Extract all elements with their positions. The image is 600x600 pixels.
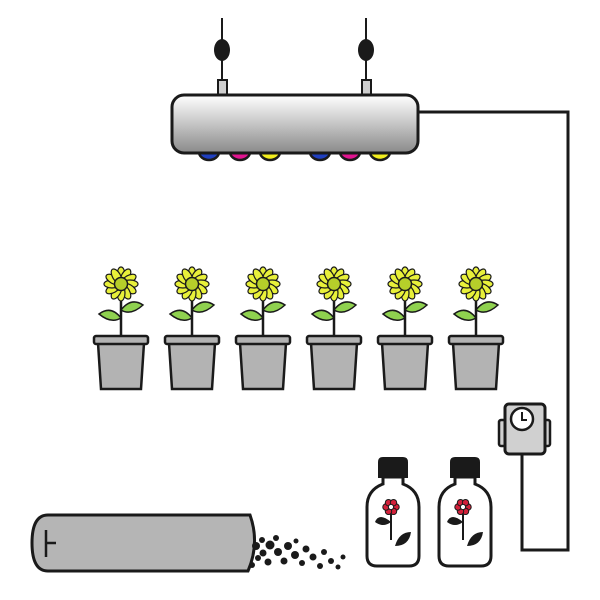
nutrient-bottle-icon	[437, 457, 493, 568]
leaf-icon	[190, 301, 216, 313]
bottle-cap	[450, 457, 480, 478]
soil-pellet	[274, 548, 282, 556]
power-cable	[418, 110, 570, 552]
flower-pot-icon	[234, 334, 292, 391]
flower-pot-icon	[305, 334, 363, 391]
pot-rim	[92, 334, 150, 346]
soil-pellet	[309, 553, 317, 561]
sunflower-icon	[387, 266, 423, 302]
pot-rim	[305, 334, 363, 346]
soil-pellet	[252, 542, 260, 550]
soil-pellet	[255, 555, 261, 561]
flower-center	[397, 276, 413, 292]
sunflower-icon	[458, 266, 494, 302]
soil-pellet	[293, 538, 299, 544]
leaf-icon	[168, 309, 194, 321]
bottle-body	[437, 475, 493, 568]
plant-row	[92, 266, 505, 391]
flower-center	[326, 276, 342, 292]
pot-body	[238, 341, 288, 391]
leaf-icon	[119, 301, 145, 313]
soil-pellet	[264, 558, 272, 566]
sunflower-icon	[174, 266, 210, 302]
soil-pellet	[291, 551, 299, 559]
bottle-body	[365, 475, 421, 568]
leaf-icon	[381, 309, 407, 321]
grow-light-icon	[170, 93, 420, 155]
pot-body	[380, 341, 430, 391]
soil-pellet	[280, 557, 288, 565]
soil-pellet	[302, 545, 310, 553]
flower-center	[184, 276, 200, 292]
flower-label-icon	[447, 498, 483, 546]
sunflower-icon	[245, 266, 281, 302]
soil-pellet	[328, 558, 334, 564]
soil-pellets-icon	[249, 535, 346, 570]
soil-pellet	[299, 560, 305, 566]
flower-pot-icon	[163, 334, 221, 391]
soil-pellet	[340, 554, 346, 560]
pot-body	[167, 341, 217, 391]
pot-rim	[163, 334, 221, 346]
pot-rim	[447, 334, 505, 346]
pot-body	[96, 341, 146, 391]
flower-pot-icon	[92, 334, 150, 391]
leaf-icon	[447, 517, 463, 525]
leaf-icon	[467, 532, 483, 546]
soil-pellet	[249, 562, 255, 568]
soil-pellet	[259, 549, 267, 557]
leaf-icon	[474, 301, 500, 313]
leaf-icon	[239, 309, 265, 321]
leaf-icon	[395, 532, 411, 546]
nutrient-bottles	[365, 457, 493, 568]
leaf-icon	[310, 309, 336, 321]
potted-plant	[305, 266, 363, 391]
soil-pellet	[321, 549, 327, 555]
leaf-icon	[403, 301, 429, 313]
sunflower-icon	[103, 266, 139, 302]
soil-pellet	[335, 564, 341, 570]
hanger-left	[214, 18, 230, 97]
pot-body	[309, 341, 359, 391]
leaf-icon	[97, 309, 123, 321]
flower-center	[468, 276, 484, 292]
hanger-bulb-icon	[214, 39, 230, 61]
potted-plant	[447, 266, 505, 391]
flower-center	[113, 276, 129, 292]
soil-pellet	[284, 542, 292, 550]
soil-pellet	[259, 537, 265, 543]
leaf-icon	[261, 301, 287, 313]
flower-label-icon	[375, 498, 411, 546]
soil-bag-icon	[30, 513, 256, 573]
bottle-cap	[378, 457, 408, 478]
soil-pellet	[317, 563, 323, 569]
leaf-icon	[375, 517, 391, 525]
flower-pot-icon	[447, 334, 505, 391]
hanger-bulb-icon	[358, 39, 374, 61]
potted-plant	[234, 266, 292, 391]
sunflower-icon	[316, 266, 352, 302]
potted-plant	[163, 266, 221, 391]
clock-timer-icon	[497, 402, 552, 456]
soil-pellet	[273, 535, 279, 541]
leaf-icon	[452, 309, 478, 321]
potted-plant	[376, 266, 434, 391]
potted-plant	[92, 266, 150, 391]
pot-body	[451, 341, 501, 391]
flower-pot-icon	[376, 334, 434, 391]
hanger-right	[358, 18, 374, 97]
pot-rim	[376, 334, 434, 346]
pot-rim	[234, 334, 292, 346]
flower-center	[255, 276, 271, 292]
leaf-icon	[332, 301, 358, 313]
soil-pellet	[265, 540, 275, 550]
nutrient-bottle-icon	[365, 457, 421, 568]
